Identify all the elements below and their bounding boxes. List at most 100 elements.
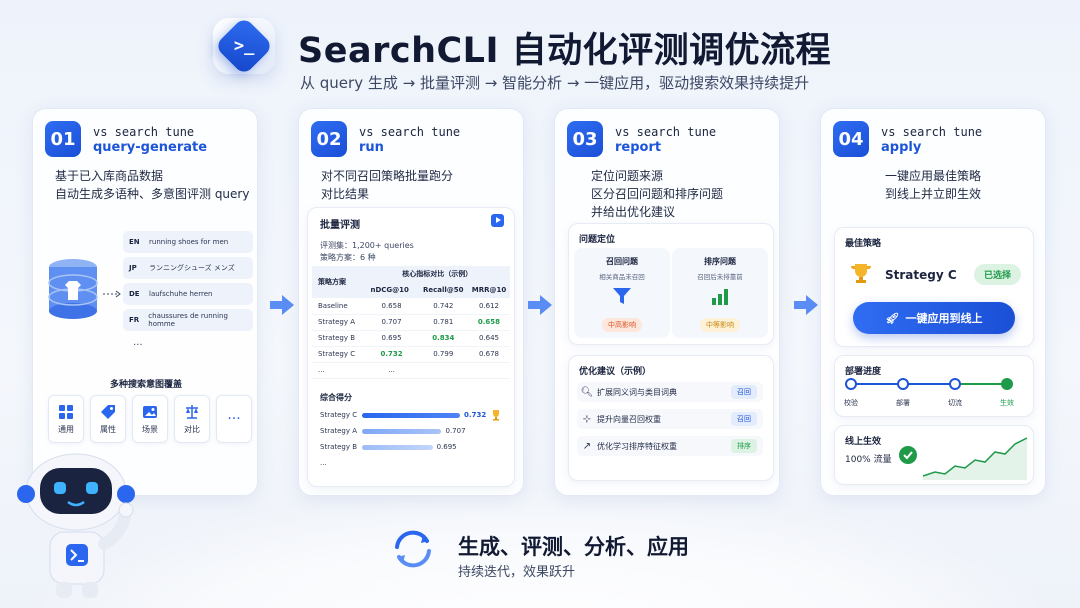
intent-more: ··· [216, 395, 252, 443]
table-group-header: 核心指标对比（示例） [364, 266, 510, 282]
suggestion-item: ⊹提升向量召回权重召回 [577, 409, 763, 429]
panel-title: 线上生效 [845, 437, 882, 447]
strategy-count: 策略方案：6 种 [320, 253, 376, 262]
step-subcommand: report [615, 140, 662, 155]
lang-more: ... [133, 337, 143, 348]
step-command: vs search tune query-generate [93, 125, 208, 155]
table-header: Recall@50 [418, 282, 468, 298]
step-subcommand: run [359, 140, 384, 155]
step-description: 基于已入库商品数据 自动生成多语种、多意图评测 query [55, 169, 250, 201]
score-bar [362, 428, 442, 434]
vector-icon: ⊹ [582, 413, 592, 425]
stage-label: 部署 [896, 399, 910, 407]
step-command: vs search tune apply [881, 125, 983, 155]
intent-general: 通用 [48, 395, 84, 443]
grid-icon [59, 404, 73, 419]
score-bar [362, 444, 433, 450]
database-icon [48, 259, 98, 319]
suggestion-item: ↗优化学习排序特征权重排序 [577, 436, 763, 456]
chosen-badge: 已选择 [973, 264, 1021, 285]
intent-attribute: 属性 [90, 395, 126, 443]
score-row: Strategy C 0.732 [320, 410, 502, 421]
step-number: 03 [567, 121, 603, 157]
panel-title: 问题定位 [579, 235, 616, 245]
trend-line-chart [922, 437, 1028, 480]
suggestion-panel: 优化建议（示例） 🔍︎扩展同义词与类目词典召回 ⊹提升向量召回权重召回 ↗优化学… [568, 355, 774, 481]
arrow-right-icon [528, 295, 552, 315]
impact-badge: 中等影响 [700, 318, 740, 332]
deploy-progress-panel: 部署进度 校验 部署 切流 生效 [834, 355, 1034, 417]
eval-set: 评测集：1,200+ queries [320, 241, 414, 250]
live-value: 100% 流量 [845, 455, 892, 465]
stage-label: 校验 [844, 399, 858, 407]
intent-title: 多种搜索意图覆盖 [109, 380, 182, 390]
step-card-run: 02 vs search tune run 对不同召回策略批量跑分 对比结果 批… [298, 108, 524, 496]
recall-problem: 召回问题 相关商品未召回 中高影响 [574, 248, 670, 338]
panel-title: 优化建议（示例） [579, 367, 652, 377]
image-icon [143, 405, 157, 418]
problem-locate-panel: 问题定位 召回问题 相关商品未召回 中高影响 排序问题 召回后未排靠前 中等影响 [568, 223, 774, 345]
step-number: 02 [311, 121, 347, 157]
step-subcommand: apply [881, 140, 922, 155]
step-description: 对不同召回策略批量跑分 对比结果 [321, 169, 454, 201]
rocket-icon: 🚀︎ [885, 311, 900, 325]
panel-title: 部署进度 [845, 367, 882, 377]
progress-line [851, 383, 1009, 385]
step-number: 04 [833, 121, 869, 157]
score-more: ... [320, 459, 327, 467]
score-row: Strategy A 0.707 [320, 427, 466, 435]
scale-icon [186, 404, 198, 419]
play-icon[interactable] [491, 214, 504, 227]
arrow-right-icon [103, 290, 121, 298]
table-header: MRR@10 [467, 282, 510, 298]
apply-online-button[interactable]: 🚀︎ 一键应用到线上 [853, 302, 1015, 334]
best-strategy-name: Strategy C [885, 268, 957, 282]
stage-dot [897, 378, 909, 390]
score-row: Strategy B 0.695 [320, 443, 457, 451]
arrow-right-icon [794, 295, 818, 315]
step-card-report: 03 vs search tune report 定位问题来源 区分召回问题和排… [554, 108, 780, 496]
more-icon: ··· [227, 411, 241, 427]
stage-dot [949, 378, 961, 390]
impact-badge: 中高影响 [602, 318, 642, 332]
trend-icon: ↗ [582, 440, 592, 452]
robot-mascot [17, 453, 135, 598]
live-panel: 线上生效 100% 流量 [834, 425, 1034, 485]
step-subcommand: query-generate [93, 140, 208, 155]
stage-dot [845, 378, 857, 390]
page-title: SearchCLI 自动化评测调优流程 [298, 31, 832, 71]
search-icon: 🔍︎ [580, 386, 594, 398]
check-circle-icon [899, 446, 917, 464]
panel-title: 最佳策略 [845, 239, 882, 249]
stage-label: 切流 [948, 399, 962, 407]
panel-title: 批量评测 [320, 220, 360, 231]
step-description: 一键应用最佳策略 到线上并立即生效 [885, 169, 982, 201]
intent-compare: 对比 [174, 395, 210, 443]
footer-subtitle: 持续迭代，效果跃升 [458, 565, 576, 580]
check-icon [1001, 378, 1013, 390]
trophy-icon [493, 410, 500, 421]
step-number: 01 [45, 121, 81, 157]
app-logo: >_ [213, 16, 275, 76]
stage-label: 生效 [1000, 399, 1014, 407]
step-card-query-generate: 01 vs search tune query-generate 基于已入库商品… [32, 108, 258, 496]
arrow-right-icon [270, 295, 294, 315]
score-bar [362, 412, 461, 418]
page-subtitle: 从 query 生成 → 批量评测 → 智能分析 → 一键应用，驱动搜索效果持续… [300, 74, 810, 92]
refresh-cycle-icon [395, 530, 431, 568]
step-description: 定位问题来源 区分召回问题和排序问题 并给出优化建议 [591, 169, 724, 219]
step-card-apply: 04 vs search tune apply 一键应用最佳策略 到线上并立即生… [820, 108, 1046, 496]
suggestion-item: 🔍︎扩展同义词与类目词典召回 [577, 382, 763, 402]
intent-scene: 场景 [132, 395, 168, 443]
filter-icon [613, 288, 631, 304]
terminal-icon: >_ [233, 35, 255, 56]
tag-icon [101, 404, 115, 419]
score-title: 综合得分 [320, 393, 352, 402]
